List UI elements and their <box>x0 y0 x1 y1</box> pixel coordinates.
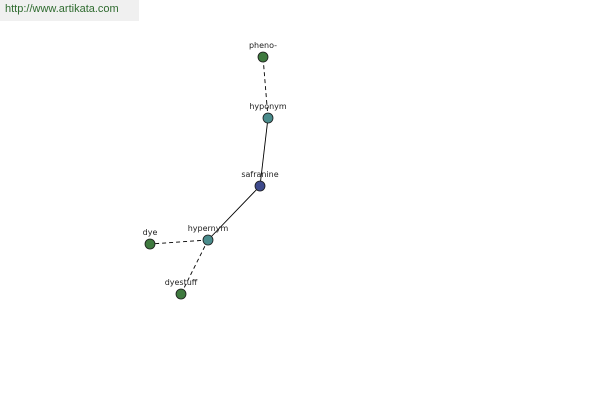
node-dot-dyestuff[interactable] <box>175 288 187 300</box>
node-dot-safranine[interactable] <box>254 180 266 192</box>
node-dot-pheno[interactable] <box>257 51 269 63</box>
node-dot-dye[interactable] <box>144 238 156 250</box>
node-hypernym[interactable]: hypernym <box>188 224 229 246</box>
source-link[interactable]: http://www.artikata.com <box>5 3 119 15</box>
node-label-dyestuff: dyestuff <box>165 278 198 287</box>
node-label-safranine: safranine <box>241 170 278 179</box>
edge-safranine-hyponym <box>259 117 269 187</box>
source-banner: http://www.artikata.com <box>0 0 139 21</box>
node-pheno[interactable]: pheno- <box>249 41 277 63</box>
node-label-dye: dye <box>143 228 158 237</box>
node-safranine[interactable]: safranine <box>241 170 279 192</box>
nodes-layer: safranine hyponym pheno-hypernym dye dyestuf… <box>143 41 287 300</box>
edge-hyponym-pheno <box>262 56 269 119</box>
edge-hypernym-dye <box>149 239 209 245</box>
edges-layer <box>149 56 269 295</box>
node-label-pheno: pheno- <box>249 41 277 50</box>
node-dot-hyponym[interactable] <box>262 112 274 124</box>
edge-hypernym-dyestuff <box>180 239 209 295</box>
node-label-hyponym: hyponym <box>249 102 287 111</box>
node-hyponym[interactable]: hyponym <box>249 102 287 124</box>
node-dot-hypernym[interactable] <box>202 234 214 246</box>
node-dyestuff[interactable]: dyestuff <box>165 278 198 300</box>
edge-safranine-hypernym <box>207 185 261 241</box>
node-dye[interactable]: dye <box>143 228 158 250</box>
node-label-hypernym: hypernym <box>188 224 229 233</box>
